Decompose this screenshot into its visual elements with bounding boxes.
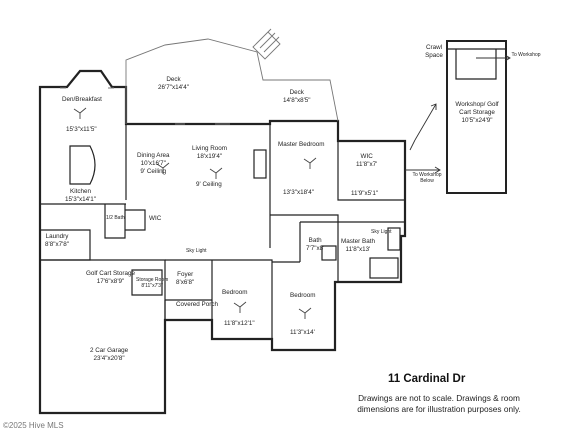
workshop-outline: [446, 40, 507, 194]
deck-stairs: [252, 28, 281, 60]
bedroom-walls: [211, 260, 300, 320]
living-ceiling: 9' Ceiling: [196, 181, 222, 188]
wic-label: WIC: [149, 215, 162, 222]
vanity: [321, 245, 337, 261]
sky-light-label: Sky Light: [186, 248, 207, 254]
garage-top-wall: [40, 259, 166, 320]
watermark: ©2025 Hive MLS: [3, 421, 64, 430]
wic-wall: [337, 141, 405, 201]
covered-porch-label: Covered Porch: [176, 301, 218, 308]
tub: [369, 257, 399, 279]
north-arrow: [414, 103, 437, 141]
half-bath-label: 1/2 Bath: [106, 215, 125, 221]
north-arrow-tail: [409, 139, 416, 151]
workshop-arrow: [476, 54, 511, 62]
bedroom2-dims: 11'3"x14': [290, 329, 315, 336]
kitchen-island: [69, 145, 96, 185]
to-workshop-label: To Workshop: [511, 52, 541, 58]
fireplace: [253, 149, 267, 179]
storage-walls: [131, 269, 163, 296]
halfbath-walls: [104, 204, 146, 239]
porch: [164, 300, 212, 321]
workshop-inner: [447, 48, 506, 80]
foyer-walls: [165, 259, 212, 301]
master-bedroom-label: Master Bedroom: [278, 141, 325, 148]
bedroom1-dims: 11'8"x12'1": [224, 320, 255, 327]
wic-master2-dims: 11'9"x5'1": [351, 190, 379, 197]
window-marks: [60, 87, 230, 125]
bedroom1-label: Bedroom: [222, 289, 248, 296]
shower: [387, 227, 401, 251]
crawl-space-label: Crawl Space: [425, 44, 443, 59]
property-title: 11 Cardinal Dr: [388, 373, 466, 385]
deck-outline: [125, 38, 339, 124]
den-dims: 15'3"x11'5": [66, 126, 97, 133]
bedroom2-label: Bedroom: [290, 292, 316, 299]
hall-wall: [212, 259, 273, 339]
ceiling-fans: [73, 107, 317, 319]
den-label: Den/Breakfast: [62, 96, 102, 103]
master-bedroom-dims: 13'3"x18'4": [283, 189, 315, 196]
to-workshop-below-label: To Workshop Below: [412, 172, 442, 184]
disclaimer-text: Drawings are not to scale. Drawings & ro…: [357, 393, 521, 414]
master-bottom-wall: [270, 214, 339, 222]
workshop-below-arrow: [405, 166, 441, 174]
sky-light2-label: Sky Light: [371, 229, 392, 235]
